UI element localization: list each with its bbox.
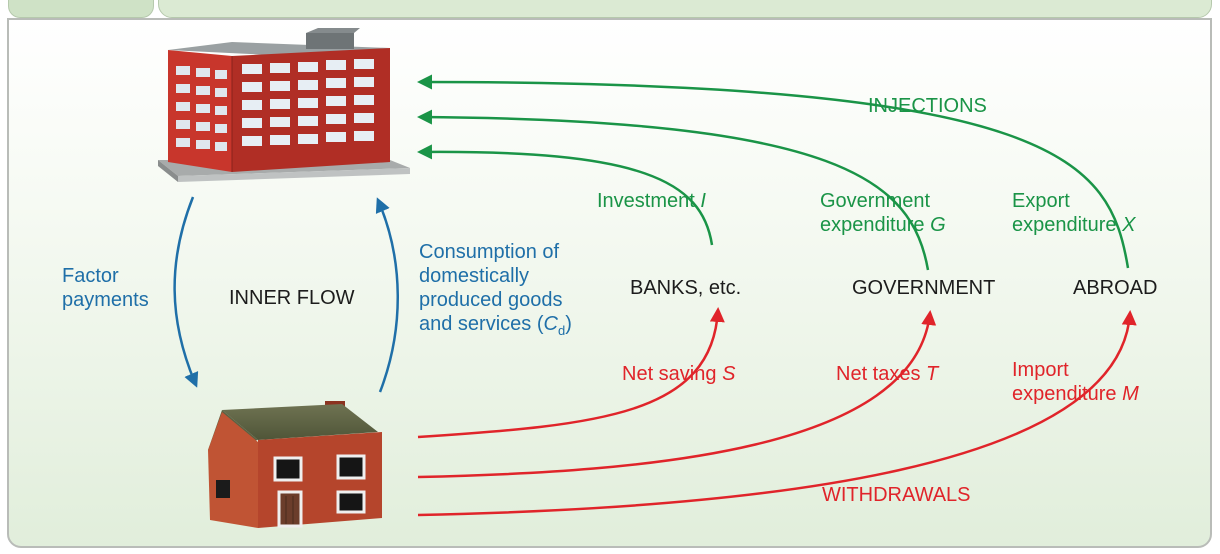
net-taxes-withdrawal-arrow xyxy=(417,310,937,479)
import-withdrawal-arrow xyxy=(417,310,1137,517)
government-label: GOVERNMENT xyxy=(852,277,996,299)
withdrawals-label: WITHDRAWALS xyxy=(822,484,971,506)
abroad-label: ABROAD xyxy=(1073,277,1158,299)
net-saving-label: Net saving S xyxy=(622,363,736,385)
figure-number-tab xyxy=(8,0,154,18)
net-saving-withdrawal-arrow xyxy=(417,307,725,439)
consumption-label: Consumption of domestically produced goo… xyxy=(419,241,572,338)
house-icon xyxy=(208,401,382,528)
investment-label: Investment I xyxy=(597,190,706,212)
investment-injection-arrow xyxy=(417,144,714,246)
export-expenditure-label: Export expenditure X xyxy=(1012,190,1136,236)
factor-payments-arrow xyxy=(173,196,199,388)
inner-flow-label: INNER FLOW xyxy=(229,287,355,309)
export-injection-arrow xyxy=(417,74,1130,269)
factor-payments-label: Factor payments xyxy=(62,265,149,311)
net-taxes-label: Net taxes T xyxy=(836,363,939,385)
government-injection-arrow xyxy=(417,109,930,271)
injections-label: INJECTIONS xyxy=(868,95,987,117)
banks-label: BANKS, etc. xyxy=(630,277,742,299)
import-expenditure-label: Import expenditure M xyxy=(1012,359,1139,405)
government-expenditure-label: Government expenditure G xyxy=(820,190,946,236)
office-building-icon xyxy=(158,28,410,182)
consumption-arrow xyxy=(375,197,399,393)
